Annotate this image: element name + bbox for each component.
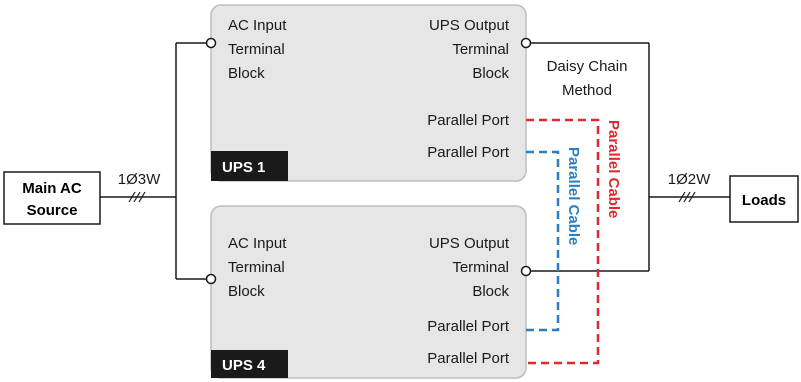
ups-1-tag-bg — [211, 151, 288, 181]
input-wire-hatch — [128, 191, 146, 203]
ups-4-input-line3: Block — [228, 283, 265, 300]
blue-cable-label: Parallel Cable — [565, 147, 582, 245]
ups-4-output-line2: Terminal — [452, 259, 509, 276]
output-wire-hatch — [678, 191, 696, 203]
ups-1-input-terminal — [205, 37, 217, 49]
ups-1-parallel-port-b: Parallel Port — [427, 144, 510, 161]
daisy-chain-label-line1: Daisy Chain — [547, 58, 628, 75]
ups-4-parallel-port-a: Parallel Port — [427, 318, 510, 335]
ups-1-input-line1: AC Input — [228, 17, 287, 34]
load-wiring-label: 1Ø2W — [668, 171, 711, 188]
ups-4-input-line1: AC Input — [228, 235, 287, 252]
ups-1-output-terminal — [520, 37, 532, 49]
main-ac-source-label-line1: Main AC — [22, 180, 82, 197]
ups-4-input-terminal — [205, 273, 217, 285]
ups-4-input-line2: Terminal — [228, 259, 285, 276]
ups-1-box — [210, 4, 527, 182]
ups-1-output-line2: Terminal — [452, 41, 509, 58]
daisy-chain-label-line2: Method — [562, 82, 612, 99]
ups-1-input-line3: Block — [228, 65, 265, 82]
ups-4-output-line3: Block — [472, 283, 509, 300]
input-wiring — [100, 42, 211, 280]
ups-4-tag-bg — [211, 350, 288, 378]
ups-1-output-line1: UPS Output — [429, 17, 510, 34]
red-cable-label: Parallel Cable — [605, 120, 622, 218]
main-ac-source-label-line2: Source — [27, 202, 78, 219]
ups-1-tag: UPS 1 — [222, 159, 265, 176]
ups-1-output-line3: Block — [472, 65, 509, 82]
loads-label: Loads — [742, 192, 786, 209]
source-wiring-label: 1Ø3W — [118, 171, 161, 188]
ups-4-output-terminal — [520, 265, 532, 277]
blue-parallel-cable — [526, 150, 560, 332]
ups-1-parallel-port-a: Parallel Port — [427, 112, 510, 129]
red-parallel-cable — [526, 118, 600, 365]
ups-1-input-line2: Terminal — [228, 41, 285, 58]
ups-4-tag: UPS 4 — [222, 357, 266, 374]
main-ac-source-box — [3, 171, 101, 225]
ups-4-output-line1: UPS Output — [429, 235, 510, 252]
ups-4-parallel-port-b: Parallel Port — [427, 350, 510, 367]
output-wiring — [526, 42, 730, 272]
ups-4-box — [210, 205, 527, 379]
loads-box — [729, 175, 799, 223]
